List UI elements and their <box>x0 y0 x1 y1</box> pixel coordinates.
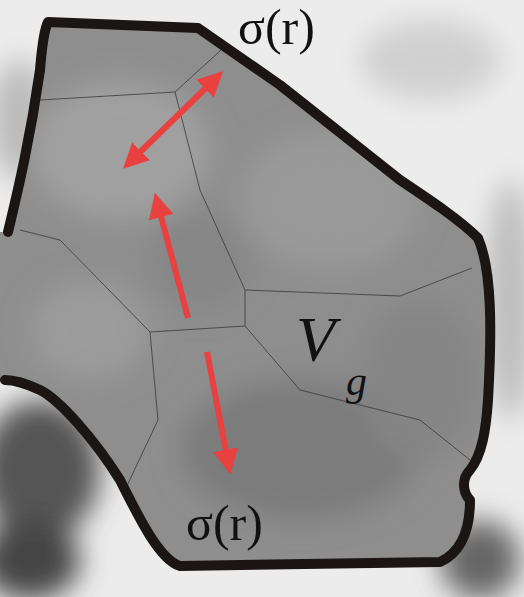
volume-subscript: g <box>346 360 367 402</box>
stress-label: σ(r) <box>238 2 315 52</box>
volume-label: V <box>296 308 335 372</box>
grain-boundary <box>20 40 472 490</box>
stress-arrow <box>132 80 214 160</box>
stress-arrow <box>207 352 228 462</box>
grain-outline <box>5 22 490 566</box>
stress-arrows <box>132 80 228 462</box>
stress-arrow <box>158 205 188 318</box>
stress-label: σ(r) <box>186 498 263 548</box>
